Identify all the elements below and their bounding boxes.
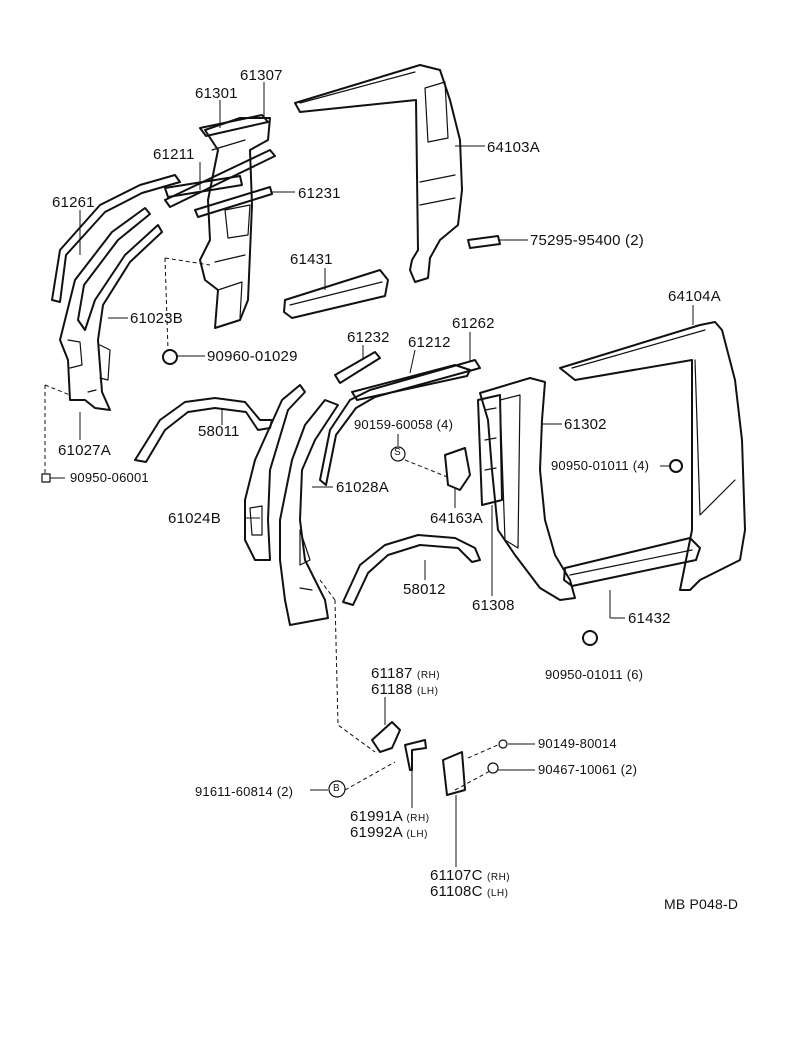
part-61023B-pillar bbox=[59, 207, 163, 411]
part-61308-bracket bbox=[477, 394, 503, 506]
part-61262-roof-rail bbox=[319, 359, 481, 486]
label-61188-side: (LH) bbox=[416, 686, 439, 697]
label-90467-number: 90467-10061 bbox=[538, 762, 617, 777]
label-90950-06001: 90950-06001 bbox=[70, 470, 149, 485]
part-61211-rail bbox=[164, 149, 276, 208]
label-61108C: 61108C (LH) bbox=[430, 884, 508, 899]
part-58011-wheel-arch bbox=[134, 397, 273, 463]
label-90149-80014: 90149-80014 bbox=[538, 736, 617, 751]
label-61992A-number: 61992A bbox=[350, 824, 403, 841]
label-90159-quantity: (4) bbox=[436, 417, 454, 432]
label-58011: 58011 bbox=[198, 423, 240, 440]
label-61107C-number: 61107C bbox=[430, 867, 483, 884]
part-61107C-cover bbox=[442, 751, 466, 796]
fastener-90149-and-90467 bbox=[487, 739, 508, 774]
label-90950a-quantity: (4) bbox=[632, 458, 650, 473]
label-61107C-side: (RH) bbox=[487, 872, 511, 883]
label-61187: 61187 (RH) bbox=[371, 666, 440, 681]
part-61301-pillar bbox=[199, 117, 271, 329]
label-61188-number: 61188 bbox=[371, 681, 413, 698]
label-61232: 61232 bbox=[347, 329, 390, 346]
label-61262: 61262 bbox=[452, 315, 495, 332]
label-90960-01029: 90960-01029 bbox=[207, 348, 298, 365]
label-91611-60814: 91611-60814 (2) bbox=[195, 785, 293, 798]
label-61211: 61211 bbox=[153, 146, 195, 163]
marker-b: B bbox=[333, 783, 340, 794]
label-61187-side: (RH) bbox=[416, 670, 441, 681]
label-90467-quantity: (2) bbox=[620, 762, 638, 777]
label-90950-01011-4: 90950-01011 (4) bbox=[551, 459, 649, 472]
label-61108C-side: (LH) bbox=[487, 888, 509, 899]
part-61261-roof-rail bbox=[51, 174, 181, 303]
label-61308: 61308 bbox=[472, 597, 515, 614]
label-90950-01011-6: 90950-01011 (6) bbox=[545, 668, 643, 681]
label-61107C: 61107C (RH) bbox=[430, 868, 510, 883]
label-61212: 61212 bbox=[408, 334, 451, 351]
part-64163A-bracket bbox=[444, 447, 471, 491]
label-75295-quantity: (2) bbox=[625, 232, 644, 249]
part-61028A-pillar bbox=[279, 399, 339, 626]
part-61232-rail bbox=[334, 351, 381, 384]
label-61188: 61188 (LH) bbox=[371, 682, 438, 697]
label-90159-number: 90159-60058 bbox=[354, 417, 433, 432]
label-61108C-number: 61108C bbox=[430, 883, 483, 900]
label-90950c-number: 90950-01011 bbox=[545, 667, 623, 682]
label-61991A: 61991A (RH) bbox=[350, 809, 430, 824]
label-90159-60058: 90159-60058 (4) bbox=[354, 418, 453, 431]
label-61431: 61431 bbox=[290, 251, 333, 268]
label-61187-number: 61187 bbox=[371, 665, 413, 682]
marker-circles bbox=[328, 446, 406, 798]
part-61231-rail bbox=[194, 186, 273, 218]
label-61307: 61307 bbox=[240, 67, 283, 84]
part-61024B-pillar bbox=[244, 384, 306, 561]
label-61028A: 61028A bbox=[336, 479, 389, 496]
label-91611-quantity: (2) bbox=[276, 784, 294, 799]
label-61991A-number: 61991A bbox=[350, 808, 403, 825]
part-58012-wheel-arch bbox=[342, 534, 481, 606]
label-61023B: 61023B bbox=[130, 310, 183, 327]
label-90467-10061: 90467-10061 (2) bbox=[538, 763, 637, 776]
diagram-code: MB P048-D bbox=[664, 896, 739, 912]
label-61432: 61432 bbox=[628, 610, 671, 627]
label-58012: 58012 bbox=[403, 581, 446, 598]
label-90950a-number: 90950-01011 bbox=[551, 458, 629, 473]
part-61991A-handle bbox=[404, 739, 427, 771]
part-61307-upper-bracket bbox=[199, 114, 269, 137]
label-61992A: 61992A (LH) bbox=[350, 825, 428, 840]
label-61301: 61301 bbox=[195, 85, 238, 102]
part-61187-bracket bbox=[371, 721, 401, 753]
label-61261: 61261 bbox=[52, 194, 95, 211]
dashed-reference-lines bbox=[44, 257, 501, 791]
label-64163A: 64163A bbox=[430, 510, 483, 527]
part-61212-rail bbox=[351, 364, 471, 401]
part-64103A-side-panel bbox=[294, 64, 463, 283]
label-91611-number: 91611-60814 bbox=[195, 784, 273, 799]
label-75295-number: 75295-95400 bbox=[530, 232, 621, 249]
label-90950c-quantity: (6) bbox=[626, 667, 644, 682]
leader-lines bbox=[50, 82, 694, 867]
part-61432-sill bbox=[563, 537, 701, 587]
label-64104A: 64104A bbox=[668, 288, 721, 305]
part-75295-clip bbox=[467, 235, 501, 249]
label-61992A-side: (LH) bbox=[406, 829, 428, 840]
label-64103A: 64103A bbox=[487, 139, 540, 156]
part-61431-sill bbox=[283, 269, 389, 319]
label-75295-95400: 75295-95400 (2) bbox=[530, 233, 644, 248]
label-61991A-side: (RH) bbox=[406, 813, 430, 824]
label-61027A: 61027A bbox=[58, 442, 111, 459]
part-61302-inner-panel bbox=[479, 377, 576, 601]
label-61024B: 61024B bbox=[168, 510, 221, 527]
label-61302: 61302 bbox=[564, 416, 607, 433]
part-64104A-rear-panel bbox=[559, 321, 746, 591]
marker-s: S bbox=[394, 447, 401, 458]
label-61231: 61231 bbox=[298, 185, 341, 202]
